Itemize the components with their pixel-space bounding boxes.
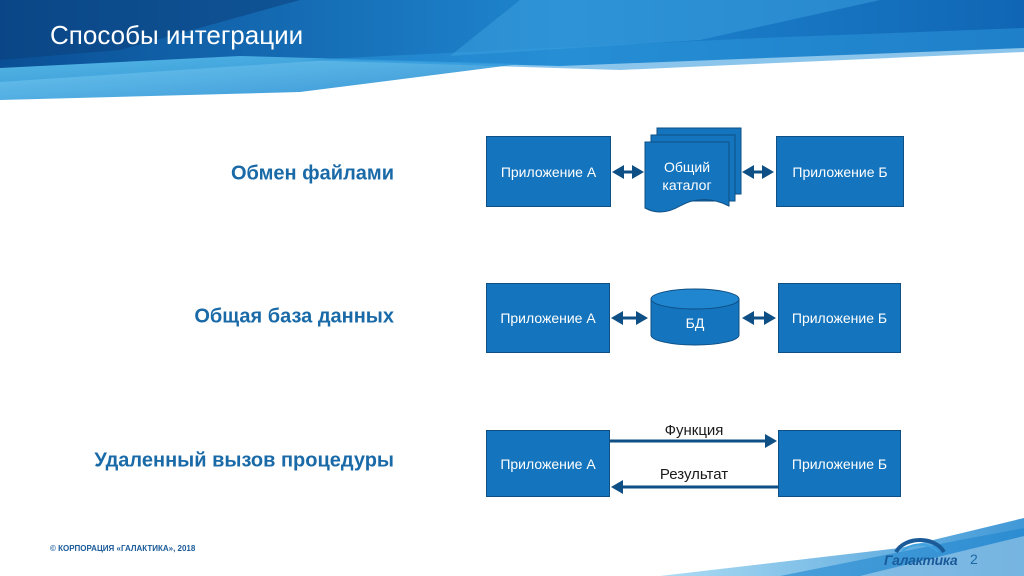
function-call-label: Функция [664, 422, 724, 439]
shared-folder-label: Общий каталог [662, 159, 712, 193]
copyright-footer: © КОРПОРАЦИЯ «ГАЛАКТИКА», 2018 [50, 544, 196, 553]
row-label-shared-database: Общая база данных [194, 305, 394, 328]
company-logo: Галактика [884, 552, 958, 568]
result-label: Результат [659, 466, 729, 483]
database-label: БД [685, 315, 705, 331]
slide-title: Способы интеграции [50, 20, 304, 50]
app-a-box-rpc: Приложение А [486, 430, 610, 497]
app-b-box-shared-database: Приложение Б [778, 283, 901, 353]
app-b-box-rpc: Приложение Б [778, 430, 901, 497]
app-a-box-shared-database: Приложение А [486, 283, 610, 353]
row-label-file-exchange: Обмен файлами [230, 162, 394, 185]
page-number: 2 [970, 551, 978, 567]
app-a-box-file-exchange: Приложение А [486, 136, 611, 207]
row-label-remote-procedure-call: Удаленный вызов процедуры [94, 449, 394, 472]
app-b-box-file-exchange: Приложение Б [776, 136, 904, 207]
